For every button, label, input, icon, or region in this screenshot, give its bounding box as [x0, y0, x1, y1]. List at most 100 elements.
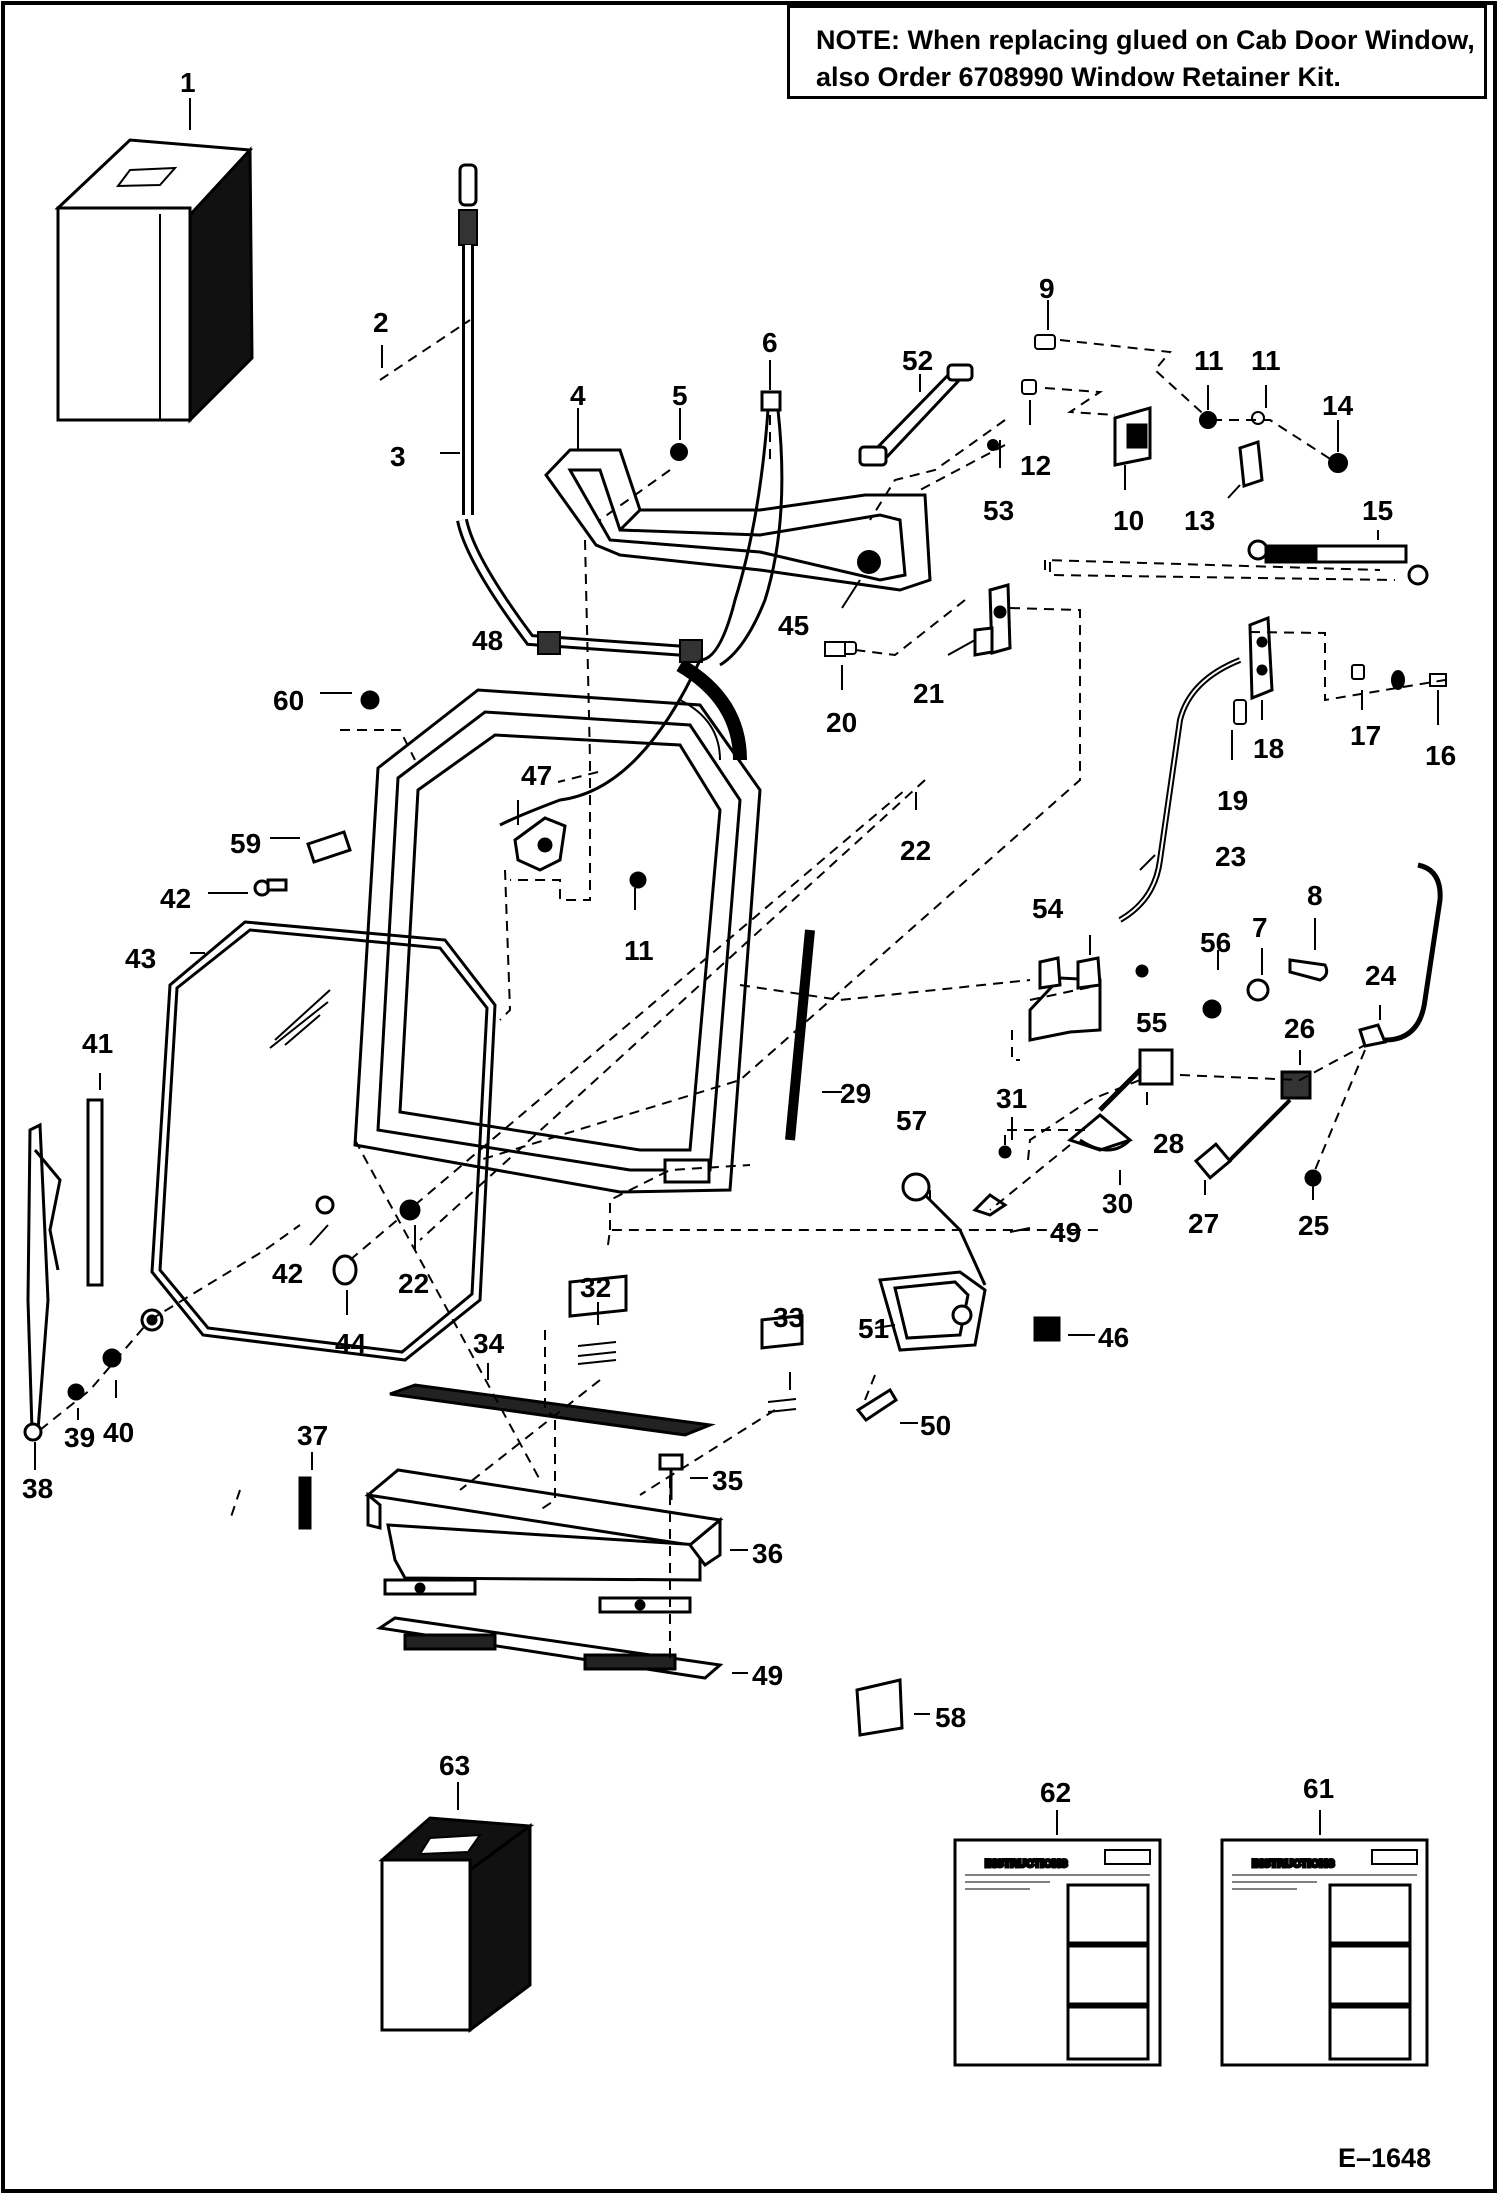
callout-26: 26	[1284, 1013, 1315, 1044]
callout-61: 61	[1303, 1773, 1334, 1804]
callout-13: 13	[1184, 505, 1215, 536]
callout-labels: 1 2 3 4 5 6 52 9 11 11 14 12 53 10 13 15…	[22, 67, 1456, 1808]
part-10-hinge-bracket	[1113, 406, 1152, 467]
part-46-spring	[1033, 1316, 1061, 1342]
callout-2: 2	[373, 307, 389, 338]
callout-46: 46	[1098, 1322, 1129, 1353]
part-18-bracket	[1248, 615, 1274, 701]
callout-56: 56	[1200, 927, 1231, 958]
callout-11c: 11	[624, 935, 654, 966]
callout-11b: 11	[1251, 345, 1281, 376]
callout-44: 44	[335, 1328, 367, 1359]
callout-59: 59	[230, 828, 261, 859]
note-text-1: When replacing glued on Cab Door Window,	[907, 25, 1475, 55]
callout-11a: 11	[1194, 345, 1224, 376]
hardware-bolts-upper	[670, 334, 1348, 655]
callout-36: 36	[752, 1538, 783, 1569]
hardware-bolts-right	[824, 641, 1447, 725]
callout-19: 19	[1217, 785, 1248, 816]
callout-28: 28	[1153, 1128, 1184, 1159]
part-50-latch-clip	[855, 1387, 899, 1423]
figure-id: E–1648	[1338, 2143, 1432, 2173]
part-36-sill-plate	[364, 1468, 724, 1614]
callout-41: 41	[82, 1028, 113, 1059]
callout-47: 47	[521, 760, 552, 791]
callout-52: 52	[902, 345, 933, 376]
callout-18: 18	[1253, 733, 1284, 764]
callout-48: 48	[472, 625, 503, 656]
callout-17: 17	[1350, 720, 1381, 751]
part-32-decal	[568, 1274, 628, 1365]
callout-60: 60	[273, 685, 304, 716]
part-49-lower-plate	[375, 1616, 724, 1680]
part-3-cable-rod	[456, 163, 703, 663]
callout-14: 14	[1322, 390, 1354, 421]
part-61-instruction-sheet: INSTRUCTIONS	[1220, 1838, 1429, 2067]
note-text-2: also Order 6708990 Window Retainer Kit.	[816, 62, 1341, 92]
callout-21: 21	[913, 678, 944, 709]
part-38-wiper-arm	[23, 1122, 62, 1442]
part-6-wiring-harness	[499, 390, 784, 827]
part-29-seal-strip	[785, 929, 815, 1141]
part-54-bracket	[1028, 956, 1102, 1042]
note-line-1: NOTE: When replacing glued on Cab Door W…	[816, 22, 1475, 59]
callout-51: 51	[858, 1313, 889, 1344]
callout-58: 58	[935, 1702, 966, 1733]
callout-33: 33	[773, 1302, 804, 1333]
part-33-decal	[760, 1314, 804, 1413]
callout-7: 7	[1252, 912, 1268, 943]
callout-31: 31	[996, 1083, 1027, 1114]
part-13-hinge-plate	[1238, 439, 1264, 489]
callout-24: 24	[1365, 960, 1397, 991]
callout-55: 55	[1136, 1007, 1167, 1038]
callout-54: 54	[1032, 893, 1064, 924]
callout-49a: 49	[1050, 1217, 1081, 1248]
leader-lines	[34, 98, 1439, 1835]
callout-29: 29	[840, 1078, 871, 1109]
callout-23: 23	[1215, 841, 1246, 872]
callout-22a: 22	[900, 835, 931, 866]
part-41-wiper-blade	[86, 1098, 104, 1287]
part-15-gas-strut	[1247, 539, 1429, 586]
callout-50: 50	[920, 1410, 951, 1441]
callout-22b: 22	[398, 1268, 429, 1299]
part-62-instruction-sheet: INSTRUCTIONS	[953, 1838, 1162, 2067]
note-label: NOTE:	[816, 25, 900, 55]
callout-4: 4	[570, 380, 586, 411]
callout-20: 20	[826, 707, 857, 738]
replacement-note: NOTE: When replacing glued on Cab Door W…	[787, 5, 1487, 99]
part-1-kit-box	[54, 138, 254, 424]
callout-27: 27	[1188, 1208, 1219, 1239]
callout-43: 43	[125, 943, 156, 974]
callout-30: 30	[1102, 1188, 1133, 1219]
part-23-latch-rod	[1118, 657, 1242, 923]
callout-53: 53	[983, 495, 1014, 526]
part-21-bracket	[973, 583, 1012, 657]
callout-32: 32	[580, 1272, 611, 1303]
callout-25: 25	[1298, 1210, 1329, 1241]
callout-37: 37	[297, 1420, 328, 1451]
callout-15: 15	[1362, 495, 1393, 526]
instruction-heading-62: INSTRUCTIONS	[985, 1858, 1068, 1870]
callout-1: 1	[180, 67, 196, 98]
part-51-inside-handle	[855, 1172, 1061, 1423]
callout-12: 12	[1020, 450, 1051, 481]
callout-35: 35	[712, 1465, 743, 1496]
callout-34: 34	[473, 1328, 505, 1359]
part-43-door-glass	[150, 920, 497, 1362]
callout-49b: 49	[752, 1660, 783, 1691]
instruction-heading-61: INSTRUCTIONS	[1252, 1858, 1335, 1870]
latch-assembly-group	[972, 862, 1443, 1217]
callout-40: 40	[103, 1417, 134, 1448]
part-58-pad	[855, 1678, 904, 1737]
callout-9: 9	[1039, 273, 1055, 304]
callout-42a: 42	[160, 883, 191, 914]
callout-57: 57	[896, 1105, 927, 1136]
hardware-left	[253, 690, 647, 1286]
callout-6: 6	[762, 327, 778, 358]
callout-10: 10	[1113, 505, 1144, 536]
callout-45: 45	[778, 610, 809, 641]
callout-5: 5	[672, 380, 688, 411]
